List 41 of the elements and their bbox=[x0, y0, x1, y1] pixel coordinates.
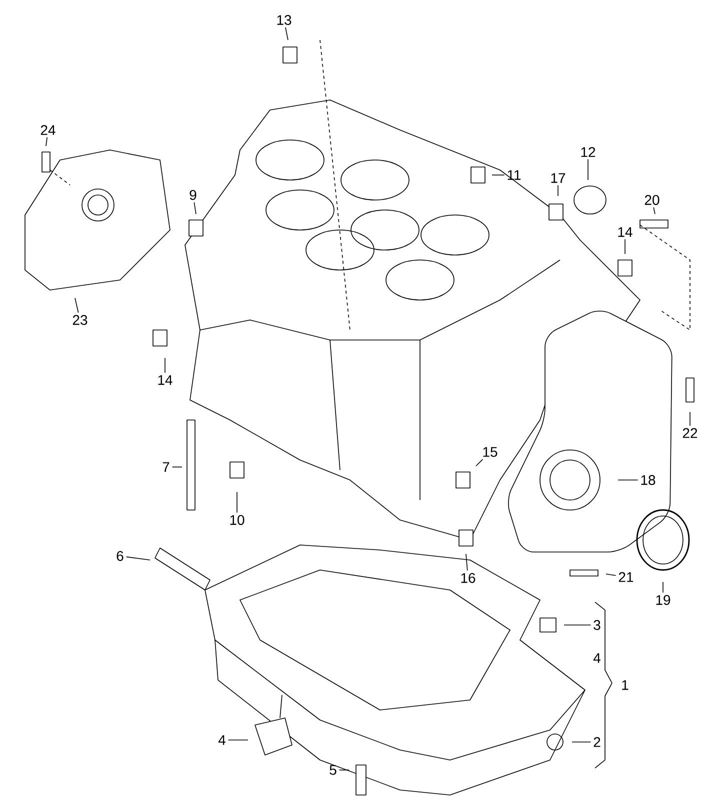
callout-number: 14 bbox=[158, 375, 172, 385]
leader-line bbox=[564, 624, 592, 626]
leader-line bbox=[476, 458, 484, 466]
callout-number: 21 bbox=[618, 572, 634, 582]
leader-line bbox=[662, 582, 664, 594]
callout-number: 3 bbox=[594, 620, 600, 630]
leader-line bbox=[285, 26, 288, 40]
callout-number: 5 bbox=[330, 765, 336, 775]
leader-line bbox=[624, 238, 626, 254]
callout-number: 1 bbox=[622, 680, 628, 690]
callout-number: 2 bbox=[594, 737, 600, 747]
leader-line bbox=[126, 556, 150, 560]
leader-line bbox=[466, 554, 468, 572]
callout-number: 17 bbox=[551, 173, 566, 183]
callout-number: 20 bbox=[644, 195, 660, 205]
leader-line bbox=[653, 206, 656, 214]
leader-line bbox=[74, 298, 79, 314]
callout-number: 24 bbox=[40, 125, 56, 135]
callout-number: 10 bbox=[230, 515, 244, 525]
callout-number: 22 bbox=[682, 428, 698, 438]
callout-number: 6 bbox=[116, 551, 124, 561]
callout-number: 18 bbox=[641, 475, 656, 485]
callout-number: 7 bbox=[162, 462, 170, 472]
leader-line bbox=[606, 574, 616, 576]
leader-line bbox=[194, 202, 196, 214]
callout-number: 13 bbox=[277, 15, 292, 25]
callout-number: 9 bbox=[190, 190, 196, 200]
leader-line bbox=[236, 492, 238, 514]
callout-number: 15 bbox=[483, 447, 498, 457]
callout-number: 16 bbox=[461, 573, 476, 583]
leader-line bbox=[492, 174, 505, 176]
callout-number: 23 bbox=[72, 315, 88, 325]
leader-line bbox=[164, 358, 166, 374]
callout-number: 4 bbox=[593, 653, 600, 663]
callout-number: 11 bbox=[508, 170, 521, 180]
callout-number: 19 bbox=[656, 595, 670, 605]
leader-line bbox=[172, 466, 182, 468]
callout-number: 4 bbox=[218, 735, 226, 745]
leader-line bbox=[46, 136, 48, 146]
callout-number: 14 bbox=[618, 227, 632, 237]
callout-number: 12 bbox=[581, 147, 596, 157]
